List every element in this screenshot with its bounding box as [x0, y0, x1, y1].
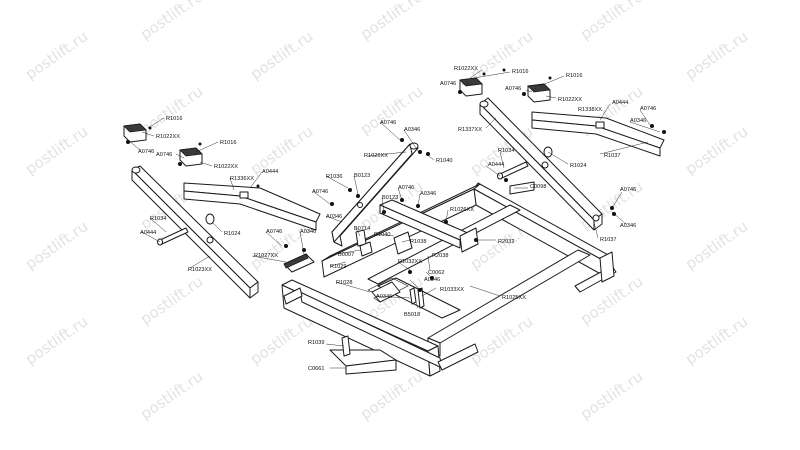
- left-pads: [123, 123, 203, 167]
- callout-label: R1336XX: [230, 176, 254, 182]
- callout-label: R1028: [336, 280, 352, 286]
- callout-label: R1022XX: [454, 66, 478, 72]
- callout-label: R1337XX: [458, 127, 482, 133]
- callout-label: R1034: [150, 216, 166, 222]
- callout-label: R1338XX: [578, 107, 602, 113]
- watermark: postlift.ru: [682, 217, 751, 273]
- right-pads: [459, 77, 551, 103]
- callout-label: R1038: [410, 239, 426, 245]
- callout-label: R1040: [436, 158, 452, 164]
- front-plate: [329, 335, 397, 375]
- callout-label: A0346: [300, 229, 316, 235]
- callout-label: A0444: [488, 162, 504, 168]
- base-frame: [281, 182, 617, 377]
- watermark: postlift.ru: [682, 312, 751, 368]
- callout-label: A0746: [620, 187, 636, 193]
- callout-label: R1016: [512, 69, 528, 75]
- watermark: postlift.ru: [22, 217, 91, 273]
- callout-label: R1027XX: [254, 253, 278, 259]
- left-arm-r1023: [131, 165, 259, 299]
- callout-label: R1034: [498, 148, 514, 154]
- watermark: postlift.ru: [137, 0, 206, 43]
- callout-label: A0346: [326, 214, 342, 220]
- callout-label: A0346: [630, 118, 646, 124]
- callout-label: R1016: [166, 116, 182, 122]
- callout-label: A0746: [398, 185, 414, 191]
- center-hardware: [283, 227, 479, 309]
- callout-label: A0444: [612, 100, 628, 106]
- callout-label: C0661: [308, 366, 324, 372]
- callout-label: A0746: [156, 152, 172, 158]
- callout-label: R1016: [566, 73, 582, 79]
- watermark: postlift.ru: [137, 82, 206, 138]
- callout-label: R1024: [570, 163, 586, 169]
- watermark: postlift.ru: [137, 272, 206, 328]
- callout-label: R1039: [308, 340, 324, 346]
- callout-label: R1037: [600, 237, 616, 243]
- watermark: postlift.ru: [577, 0, 646, 43]
- callout-label: R1022XX: [156, 134, 180, 140]
- callout-label: B5018: [404, 312, 420, 318]
- watermark: postlift.ru: [357, 0, 426, 43]
- callout-label: R1025XX: [502, 295, 526, 301]
- watermark: postlift.ru: [247, 27, 316, 83]
- callout-label: A0444: [262, 169, 278, 175]
- callout-label: A0746: [266, 229, 282, 235]
- watermark: postlift.ru: [22, 312, 91, 368]
- callout-label: A0746: [440, 81, 456, 87]
- callout-label: A0346: [376, 294, 392, 300]
- callout-label: R1022XX: [214, 164, 238, 170]
- left-arm-r1336: [183, 182, 321, 231]
- callout-label: A0346: [620, 223, 636, 229]
- callout-label: B0123: [382, 195, 398, 201]
- callout-label: R1023XX: [188, 267, 212, 273]
- watermark: postlift.ru: [137, 367, 206, 423]
- callout-label: R1026XX: [364, 153, 388, 159]
- callout-label: B0123: [354, 173, 370, 179]
- callout-label: R1032XX: [398, 259, 422, 265]
- leader-lines: [127, 69, 661, 369]
- watermark: postlift.ru: [247, 122, 316, 178]
- watermark: postlift.ru: [22, 122, 91, 178]
- callout-label: A0444: [140, 230, 156, 236]
- watermark: postlift.ru: [22, 27, 91, 83]
- left-pins: [157, 213, 215, 246]
- callout-label: A0746: [312, 189, 328, 195]
- callout-label: C0062: [428, 270, 444, 276]
- callout-label: B0714: [354, 226, 370, 232]
- callout-label: A0346: [420, 191, 436, 197]
- callout-label: R1024: [224, 231, 240, 237]
- callout-labels: R1022XX R1016 A0746 R1016 A0746 R1022XX …: [138, 66, 656, 372]
- right-arm-r1337: [479, 97, 603, 231]
- callout-label: R1033XX: [440, 287, 464, 293]
- callout-label: R1040: [374, 232, 390, 238]
- watermark: postlift.ru: [247, 312, 316, 368]
- callout-label: A0746: [138, 149, 154, 155]
- callout-label: R1037: [604, 153, 620, 159]
- callout-label: R1022XX: [558, 97, 582, 103]
- callout-label: R1016: [220, 140, 236, 146]
- fastener-dots: [126, 68, 666, 292]
- callout-label: A0346: [424, 277, 440, 283]
- right-arm-r1338: [531, 111, 665, 157]
- callout-label: C0098: [530, 184, 546, 190]
- callout-label: A0746: [380, 120, 396, 126]
- callout-label: B0007: [338, 252, 354, 258]
- callout-label: R1026XX: [450, 207, 474, 213]
- watermark: postlift.ru: [682, 122, 751, 178]
- callout-label: R1029: [330, 264, 346, 270]
- callout-label: A0746: [640, 106, 656, 112]
- callout-label: R1036: [326, 174, 342, 180]
- callout-label: A0746: [505, 86, 521, 92]
- watermark: postlift.ru: [682, 27, 751, 83]
- callout-label: A0346: [404, 127, 420, 133]
- callout-label: R2032: [498, 239, 514, 245]
- callout-label: R2038: [432, 253, 448, 259]
- watermark: postlift.ru: [577, 367, 646, 423]
- watermark: postlift.ru: [357, 367, 426, 423]
